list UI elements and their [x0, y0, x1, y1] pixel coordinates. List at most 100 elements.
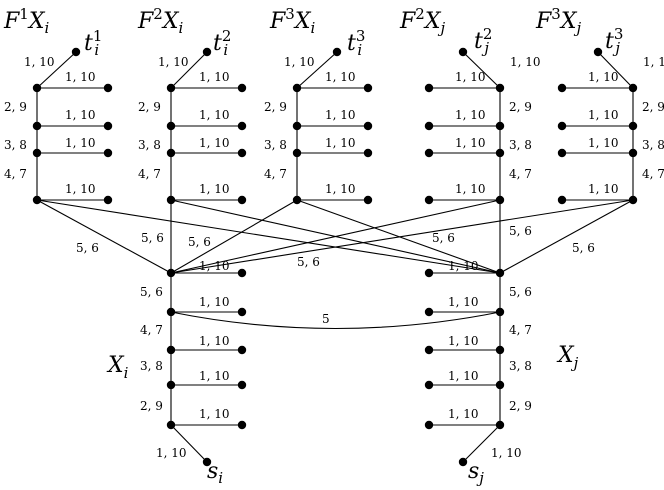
cross-weight-b: 5, 6 — [297, 255, 320, 269]
F3Xi-terminal-node — [332, 47, 342, 57]
Xi-spine-node-3 — [166, 345, 176, 355]
Xj-source-weight: 1, 10 — [491, 446, 522, 460]
Xi-spine-weight-2: 4, 7 — [140, 323, 163, 337]
F1Xi-rung-end-node-2 — [103, 121, 113, 131]
F3Xi-terminal-edge — [296, 51, 338, 89]
F3Xj-rung-end-node-2 — [557, 121, 567, 131]
edge-weight-labels: 1, 10 1, 10 1, 10 1, 10 1, 10 2, 9 3, 8 4, 7 1, … — [4, 55, 664, 460]
F1Xi-to-Xi-weight: 5, 6 — [76, 241, 99, 255]
Xj-rung-weight-1: 1, 10 — [448, 259, 479, 273]
F3Xi-rung-weight-1: 1, 10 — [325, 70, 356, 84]
cross-weight-a: 5, 6 — [188, 235, 211, 249]
F2Xj-terminal-weight: 1, 10 — [510, 55, 541, 69]
Xj-spine-weight-3: 3, 8 — [509, 359, 532, 373]
F2Xj-spine-weight-2: 3, 8 — [509, 138, 532, 152]
F3Xj-spine-weight-1: 2, 9 — [642, 100, 664, 114]
F1Xi-rung-weight-1: 1, 10 — [65, 70, 96, 84]
F2Xi-rung-weight-3: 1, 10 — [199, 136, 230, 150]
F1Xi-terminal-edge — [36, 51, 77, 89]
edges — [36, 51, 634, 463]
F2Xi-rung-end-node-2 — [237, 121, 247, 131]
F1Xi-rung-end-node-3 — [103, 148, 113, 158]
F2Xj-terminal-node — [458, 47, 468, 57]
F1Xi-rung-end-node-1 — [103, 83, 113, 93]
Xj-rung-end-node-5 — [424, 420, 434, 430]
F3Xj-spine-node-2 — [628, 121, 638, 131]
Xi-spine-node-1 — [166, 268, 176, 278]
label-F1Xi: F1Xi — [3, 5, 49, 37]
F3Xj-rung-weight-1: 1, 10 — [588, 70, 619, 84]
F3Xi-spine-weight-1: 2, 9 — [264, 100, 287, 114]
F3Xi-rung-end-node-4 — [363, 195, 373, 205]
F3Xj-terminal-edge — [597, 51, 634, 89]
label-si: si — [207, 459, 223, 487]
Xi-rung-end-node-5 — [237, 420, 247, 430]
F2Xj-spine-node-1 — [495, 83, 505, 93]
F3Xi-spine-node-4 — [292, 195, 302, 205]
F3Xi-rung-weight-3: 1, 10 — [325, 136, 356, 150]
F2Xj-spine-node-4 — [495, 195, 505, 205]
Xi-spine-node-4 — [166, 380, 176, 390]
F1Xi-rung-end-node-4 — [103, 195, 113, 205]
F2Xj-to-Xj-weight: 5, 6 — [509, 224, 532, 238]
label-sj: sj — [468, 459, 484, 487]
Xi-spine-weight-3: 3, 8 — [140, 359, 163, 373]
F3Xj-rung-weight-2: 1, 10 — [588, 108, 619, 122]
Xj-spine-node-5 — [495, 420, 505, 430]
Xi-spine-weight-4: 2, 9 — [140, 399, 163, 413]
cross-weight-c: 5, 6 — [432, 231, 455, 245]
Xi-source-edge — [170, 424, 208, 463]
Xi-Xj-link-edge — [170, 311, 501, 330]
F1Xi-spine-weight-3: 4, 7 — [4, 167, 27, 181]
Xj-rung-end-node-3 — [424, 345, 434, 355]
F2Xi-spine-node-4 — [166, 195, 176, 205]
Xj-spine-node-1 — [495, 268, 505, 278]
F3Xj-rung-end-node-1 — [557, 83, 567, 93]
Xj-rung-end-node-2 — [424, 307, 434, 317]
F2Xi-rung-end-node-4 — [237, 195, 247, 205]
F2Xj-spine-node-2 — [495, 121, 505, 131]
Xi-source-weight: 1, 10 — [156, 446, 187, 460]
Xi-rung-end-node-1 — [237, 268, 247, 278]
F3Xi-spine-weight-3: 4, 7 — [264, 167, 287, 181]
Xi-rung-weight-5: 1, 10 — [199, 407, 230, 421]
F2Xi-spine-weight-1: 2, 9 — [138, 100, 161, 114]
F1Xi-spine-node-3 — [32, 148, 42, 158]
Xj-spine-weight-2: 4, 7 — [509, 323, 532, 337]
F3Xi-to-Xi-edge — [170, 199, 298, 274]
Xi-rung-weight-4: 1, 10 — [199, 369, 230, 383]
F1Xi-spine-weight-2: 3, 8 — [4, 138, 27, 152]
F3Xj-rung-weight-4: 1, 10 — [588, 182, 619, 196]
F3Xi-spine-node-2 — [292, 121, 302, 131]
F3Xj-to-Xj-weight: 5, 6 — [572, 241, 595, 255]
F2Xi-spine-node-3 — [166, 148, 176, 158]
F2Xj-rung-end-node-2 — [424, 121, 434, 131]
Xi-rung-end-node-4 — [237, 380, 247, 390]
Xj-spine-node-4 — [495, 380, 505, 390]
F2Xi-spine-weight-2: 3, 8 — [138, 138, 161, 152]
F2Xi-terminal-weight: 1, 10 — [158, 55, 189, 69]
F3Xj-rung-end-node-4 — [557, 195, 567, 205]
F3Xj-spine-weight-3: 4, 7 — [642, 167, 664, 181]
Xj-spine-node-3 — [495, 345, 505, 355]
Xi-Xj-link-weight: 5 — [322, 312, 330, 326]
F3Xj-terminal-node — [593, 47, 603, 57]
label-Xi: Xi — [106, 353, 129, 382]
F3Xj-rung-end-node-3 — [557, 148, 567, 158]
F3Xj-rung-weight-3: 1, 10 — [588, 136, 619, 150]
F2Xj-spine-node-3 — [495, 148, 505, 158]
Xj-rung-end-node-1 — [424, 268, 434, 278]
F3Xj-spine-node-4 — [628, 195, 638, 205]
F2Xi-spine-node-1 — [166, 83, 176, 93]
F2Xi-terminal-node — [202, 47, 212, 57]
label-F3Xj: F3Xj — [535, 5, 581, 37]
F3Xj-to-Xi-edge — [170, 199, 634, 274]
F2Xj-rung-weight-3: 1, 10 — [455, 136, 486, 150]
Xi-spine-weight-1: 5, 6 — [140, 285, 163, 299]
Xj-spine-node-2 — [495, 307, 505, 317]
F3Xj-spine-weight-2: 3, 8 — [642, 138, 664, 152]
